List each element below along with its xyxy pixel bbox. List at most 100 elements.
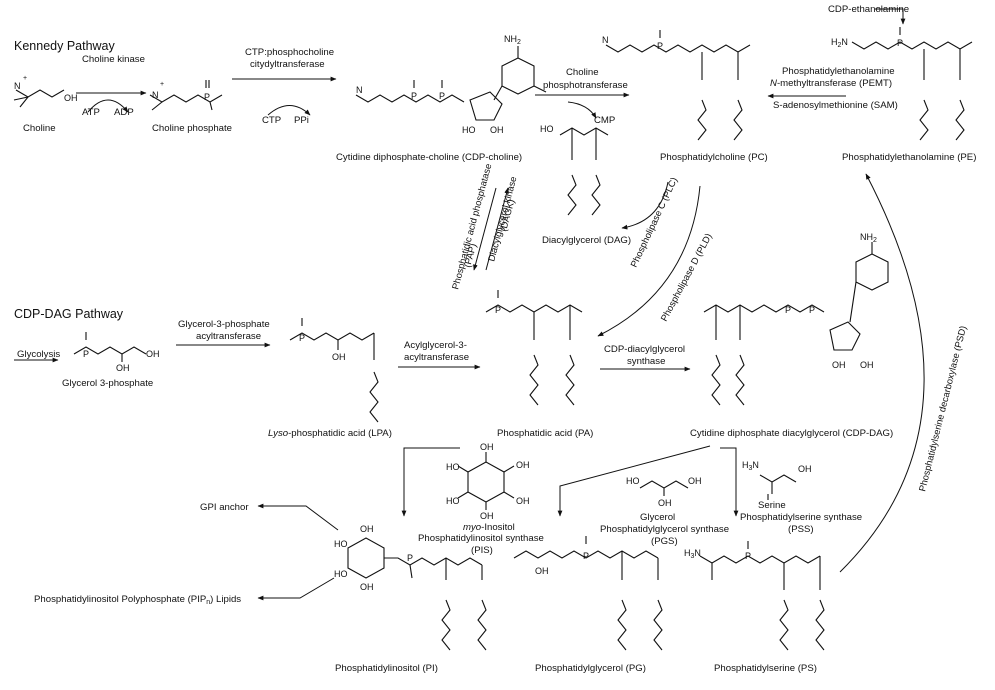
pemt-label-line1: Phosphatidylethanolamine: [782, 66, 895, 77]
atp-adp-curve: [87, 99, 129, 113]
gpi-anchor-label: GPI anchor: [200, 502, 249, 513]
lpa-label: Lyso-phosphatidic acid (LPA): [268, 428, 392, 439]
pg-oh: OH: [535, 566, 549, 576]
g3p-structure: [73, 332, 147, 362]
cpt-label-line1: Choline: [566, 67, 599, 78]
pgs-abbr-label: (PGS): [651, 536, 678, 547]
glycerol-label: Glycerol: [640, 512, 675, 523]
inositol-structure: [457, 452, 515, 510]
ps-structure: [699, 541, 825, 651]
cct-label-line2: citydyltransferase: [250, 59, 325, 70]
plc-label: Phospholipase C (PLC): [628, 175, 679, 268]
cdp-ethanolamine-arrow: [875, 8, 906, 25]
pip-lipids-label: Phosphatidylinositol Polyphosphate (PIPn…: [34, 594, 241, 606]
atom-labels: N + OH N + P N P P NH2 HO OH N P H2N P H…: [14, 34, 903, 592]
pg-structure: [513, 536, 663, 651]
g3p-oh-1: OH: [146, 349, 160, 359]
sam-label: S-adenosylmethionine (SAM): [773, 100, 898, 111]
pe-structure: [851, 27, 973, 141]
lpa-structure: [289, 318, 379, 423]
cdpdag-p1-atom: P: [785, 305, 791, 315]
inositol-ho-2: HO: [446, 496, 460, 506]
pap-arrow: [473, 187, 497, 271]
pi-oh-bottom: OH: [360, 582, 374, 592]
choline-phosphate-label: Choline phosphate: [152, 123, 232, 134]
pss-arrow: [720, 447, 739, 517]
cdpc-oh: OH: [490, 125, 504, 135]
cdpc-nh2: NH2: [504, 34, 521, 46]
glycerol-structure: [639, 480, 689, 496]
ppi-label: PPi: [294, 115, 309, 126]
choline-kinase-label: Choline kinase: [82, 54, 145, 65]
choline-oh: OH: [64, 93, 78, 103]
choline-phosphate-structure: [149, 80, 223, 111]
reaction-arrows: [14, 8, 925, 601]
pe-label: Phosphatidylethanolamine (PE): [842, 152, 976, 163]
g3p-p-atom: P: [83, 349, 89, 359]
choline-n-atom: N: [14, 81, 21, 91]
pgs-arrow: [557, 445, 711, 517]
cp-n-atom: N: [152, 90, 159, 100]
agpat-label-line2: acyltransferase: [404, 352, 469, 363]
glycerol-oh-2: OH: [658, 498, 672, 508]
pld-curve: [597, 185, 701, 337]
pi-oh-top: OH: [360, 524, 374, 534]
pis-label: Phosphatidylinositol synthase: [418, 533, 544, 544]
dag-structure: [559, 127, 609, 216]
cmp-curve: [567, 101, 597, 119]
enzyme-labels: Choline kinase CTP:phosphocholine citydy…: [82, 47, 895, 556]
psd-label: Phosphatidylserine decarboxylase (PSD): [916, 324, 968, 492]
pe-p-atom: P: [897, 38, 903, 48]
cpt-label-line2: phosphotransferase: [543, 80, 628, 91]
cp-charge: +: [160, 81, 164, 88]
pip-lipids-arrow: [257, 577, 335, 601]
glycerol-oh-1: OH: [688, 476, 702, 486]
g3pat-label-line2: acyltransferase: [196, 331, 261, 342]
pgs-label: Phosphatidylglycerol synthase: [600, 524, 729, 535]
ctp-label: CTP: [262, 115, 281, 126]
cdp-dag-pathway-heading: CDP-DAG Pathway: [14, 307, 124, 321]
serine-oh: OH: [798, 464, 812, 474]
cdpc-n-atom: N: [356, 85, 363, 95]
agpat-label-line1: Acylglycerol-3-: [404, 340, 467, 351]
pi-label: Phosphatidylinositol (PI): [335, 663, 438, 674]
dag-label: Diacylglycerol (DAG): [542, 235, 631, 246]
lpa-oh: OH: [332, 352, 346, 362]
serine-structure: [759, 474, 797, 500]
pg-p-atom: P: [583, 551, 589, 561]
pa-structure: [485, 290, 583, 406]
ps-h3n: H3N: [684, 548, 701, 560]
pg-label: Phosphatidylglycerol (PG): [535, 663, 646, 674]
pc-label: Phosphatidylcholine (PC): [660, 152, 768, 163]
ps-label: Phosphatidylserine (PS): [714, 663, 817, 674]
kennedy-pathway-heading: Kennedy Pathway: [14, 39, 116, 53]
output-labels: Glycolysis GPI anchor Phosphatidylinosit…: [17, 349, 249, 606]
compound-labels: Choline Choline phosphate Cytidine dipho…: [23, 4, 976, 674]
g3p-label: Glycerol 3-phosphate: [62, 378, 153, 389]
g3pat-label-line1: Glycerol-3-phosphate: [178, 319, 270, 330]
cct-label-line1: CTP:phosphocholine: [245, 47, 334, 58]
cdp-dag-label: Cytidine diphosphate diacylglycerol (CDP…: [690, 428, 893, 439]
pss-label-line1: Phosphatidylserine synthase: [740, 512, 862, 523]
pa-p-atom: P: [495, 305, 501, 315]
serine-h3n: H3N: [742, 460, 759, 472]
choline-charge: +: [23, 75, 27, 82]
cdpdag-nh2: NH2: [860, 232, 877, 244]
pis-abbr-label: (PIS): [471, 545, 493, 556]
dag-oh: HO: [540, 124, 554, 134]
molecule-skeletons: [13, 27, 973, 651]
pi-p-atom: P: [407, 553, 413, 563]
g3p-oh-2: OH: [116, 363, 130, 373]
cds-label-line2: synthase: [627, 356, 665, 367]
pa-label: Phosphatidic acid (PA): [497, 428, 593, 439]
cdpc-p2-atom: P: [439, 91, 445, 101]
pap-label-line1: Phosphatidic acid phosphatase: [449, 162, 493, 290]
cdp-choline-structure: [355, 46, 547, 121]
cdp-choline-label: Cytidine diphosphate-choline (CDP-cholin…: [336, 152, 522, 163]
cmp-label: CMP: [594, 115, 615, 126]
pi-structure: [347, 537, 487, 651]
inositol-oh-top: OH: [480, 442, 494, 452]
inositol-label: myo-Inositol: [463, 522, 515, 533]
choline-label: Choline: [23, 123, 56, 134]
dagk-arrow: [485, 187, 509, 271]
